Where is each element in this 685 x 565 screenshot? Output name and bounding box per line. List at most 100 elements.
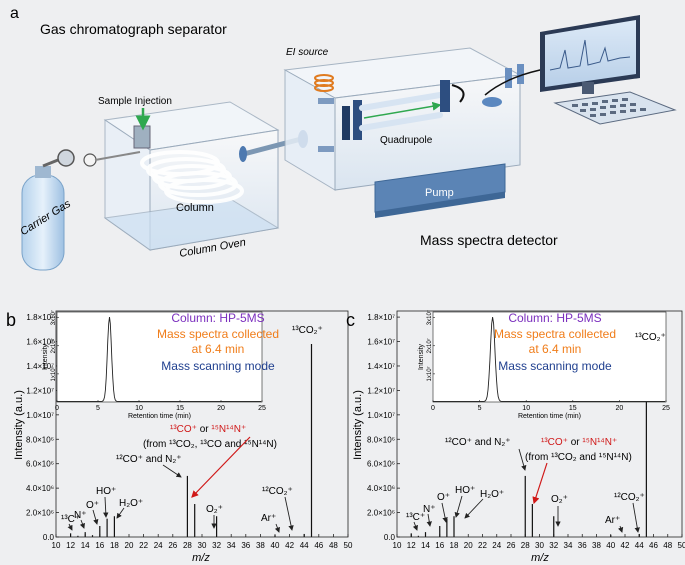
keyboard-keys [572, 98, 646, 117]
y-tick-label: 1.0×10⁷ [26, 411, 54, 420]
inset-collected-text: Mass spectra collected [157, 327, 279, 341]
column-coil [140, 150, 244, 204]
x-tick-label: 28 [521, 541, 530, 550]
annotation-13c: ¹³C⁺ [61, 514, 80, 525]
x-tick-label: 46 [649, 541, 658, 550]
inset-y-label: Intensity [42, 343, 49, 370]
inset-y-label: Intensity [418, 343, 425, 370]
annotation-13co2: ¹³CO₂⁺ [635, 332, 666, 343]
x-axis-label: m/z [192, 552, 210, 564]
inset-x-tick-label: 25 [662, 405, 670, 412]
x-tick-label: 40 [271, 541, 280, 550]
inset-mode-text: Mass scanning mode [161, 359, 275, 373]
inset-collected-text: Mass spectra collected [494, 327, 616, 341]
lens-plate [342, 106, 350, 140]
x-axis-label: m/z [531, 552, 549, 564]
chart-c: c Intensity (a.u.) m/z 0.02.0×10⁶4.0×10⁶… [346, 310, 685, 564]
x-tick-label: 48 [329, 541, 338, 550]
pump-label: Pump [425, 187, 454, 199]
x-tick-label: 34 [227, 541, 236, 550]
x-tick-label: 32 [549, 541, 558, 550]
annotation-arrow [412, 521, 418, 531]
annotation-13co-line: ¹³CO⁺ or ¹⁵N¹⁴N⁺ [170, 424, 246, 435]
annotation-arrow [162, 464, 182, 478]
panel-label-c: c [346, 310, 355, 330]
quadrupole-rods [359, 92, 443, 131]
x-tick-label: 26 [168, 541, 177, 550]
annotation-arrow [92, 509, 99, 525]
annotation-o: O⁺ [437, 492, 450, 503]
inset-y-tick-label: 3x10⁷ [426, 310, 433, 325]
inset-x-tick-label: 15 [176, 405, 184, 412]
detector-dome [482, 97, 502, 107]
annotation-ar: Ar⁺ [261, 513, 276, 524]
annotation-from: (from ¹³CO₂, ¹³CO and ¹⁵N¹⁴N) [143, 439, 277, 450]
y-tick-label: 1.4×10⁷ [367, 362, 395, 371]
x-tick-label: 28 [183, 541, 192, 550]
y-tick-label: 1.2×10⁷ [26, 386, 54, 395]
y-tick-labels: 0.02.0×10⁶4.0×10⁶6.0×10⁶8.0×10⁶1.0×10⁷1.… [26, 313, 59, 542]
cable [484, 64, 556, 96]
gc-title: Gas chromatograph separator [40, 21, 227, 37]
inset-x-tick-label: 10 [135, 405, 143, 412]
annotation-12co2: ¹²CO₂⁺ [614, 492, 645, 503]
annotation-or: or [568, 437, 582, 448]
x-tick-label: 36 [241, 541, 250, 550]
annotation-13co-line: ¹³CO⁺ or ¹⁵N¹⁴N⁺ [541, 437, 617, 448]
ms-chamber: EI source Quadrupole Pump [283, 47, 522, 218]
x-tick-label: 32 [212, 541, 221, 550]
x-tick-label: 20 [125, 541, 134, 550]
inset-frame [432, 311, 667, 403]
inset-y-tick-label: 1x10⁷ [50, 366, 57, 381]
annotation-15n14n: ¹⁵N¹⁴N⁺ [582, 437, 617, 448]
x-tick-label: 24 [492, 541, 501, 550]
inset-x-tick-label: 20 [616, 405, 624, 412]
annotation-arrow [441, 502, 448, 523]
y-tick-label: 2.0×10⁶ [367, 509, 395, 518]
y-tick-label: 1.6×10⁷ [26, 338, 54, 347]
ei-source-label: EI source [286, 47, 329, 58]
plot-frame [396, 310, 683, 538]
annotation-13co2: ¹³CO₂⁺ [292, 325, 323, 336]
annotation-n: N⁺ [423, 504, 436, 515]
panel-label-a: a [10, 5, 19, 22]
x-tick-label: 44 [300, 541, 309, 550]
x-tick-label: 44 [635, 541, 644, 550]
annotation-arrow [518, 448, 527, 471]
annotation-n: N⁺ [74, 510, 87, 521]
ei-source-coil [314, 74, 334, 92]
annotation-12co-n2: ¹²CO⁺ and N₂⁺ [116, 454, 182, 465]
inset-x-tick-label: 10 [522, 405, 530, 412]
annotation-ho: HO⁺ [455, 485, 475, 496]
inset-mode-text: Mass scanning mode [498, 359, 612, 373]
inset-x-tick-label: 5 [478, 405, 482, 412]
computer [540, 15, 677, 125]
inset-time-text: at 6.4 min [192, 342, 245, 356]
x-tick-label: 18 [450, 541, 459, 550]
annotation-ar: Ar⁺ [605, 515, 620, 526]
y-axis-label: Intensity (a.u.) [13, 390, 25, 460]
x-tick-label: 16 [435, 541, 444, 550]
annotation-arrow [67, 523, 73, 531]
y-tick-label: 1.8×10⁷ [367, 313, 395, 322]
ms-detector-label: Mass spectra detector [420, 232, 558, 248]
detector-plate [440, 80, 450, 112]
sample-injection-label: Sample Injection [98, 96, 172, 107]
y-tick-label: 8.0×10⁶ [367, 435, 395, 444]
valve-icon [57, 149, 75, 167]
annotation-arrow-red [191, 436, 251, 498]
x-tick-label: 46 [314, 541, 323, 550]
monitor-screen [545, 20, 636, 87]
x-tick-label: 42 [621, 541, 630, 550]
x-tick-label: 30 [535, 541, 544, 550]
inset-x-tick-label: 25 [258, 405, 266, 412]
annotation-arrow [632, 502, 640, 533]
column-label: Column [176, 202, 214, 214]
quadrupole-label: Quadrupole [380, 135, 433, 146]
x-tick-label: 36 [578, 541, 587, 550]
inset-y-tick-label: 2x10⁷ [426, 338, 433, 353]
